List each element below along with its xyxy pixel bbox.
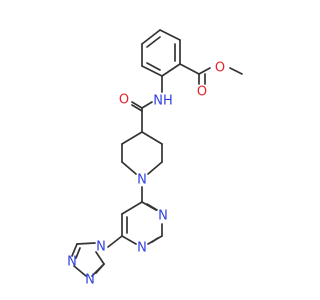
atom-n-amide: NH: [153, 94, 173, 109]
atom-o-amide: O: [119, 93, 129, 108]
molecule-structure: O O O NH N N N N N N: [0, 0, 300, 300]
triazole-ring: [71, 235, 123, 277]
piperidine-ring: [121, 131, 163, 175]
atom-n-triazole-4: N: [85, 273, 95, 288]
atom-n-triazole-2: N: [67, 255, 77, 270]
benzene-ring: [141, 29, 181, 77]
atom-n-pyrimidine-a: N: [158, 209, 168, 224]
atom-n-piperidine: N: [137, 173, 147, 188]
methyl-ester-group: [179, 63, 243, 85]
atom-n-pyrimidine-b: N: [137, 241, 147, 256]
atom-n-triazole-1: N: [96, 240, 106, 255]
amide-linker: [131, 75, 163, 133]
pyrimidine-ring: [121, 186, 163, 245]
canvas-background: [0, 0, 300, 300]
atom-o-ether: O: [215, 61, 225, 76]
atom-o-carbonyl: O: [197, 85, 207, 100]
